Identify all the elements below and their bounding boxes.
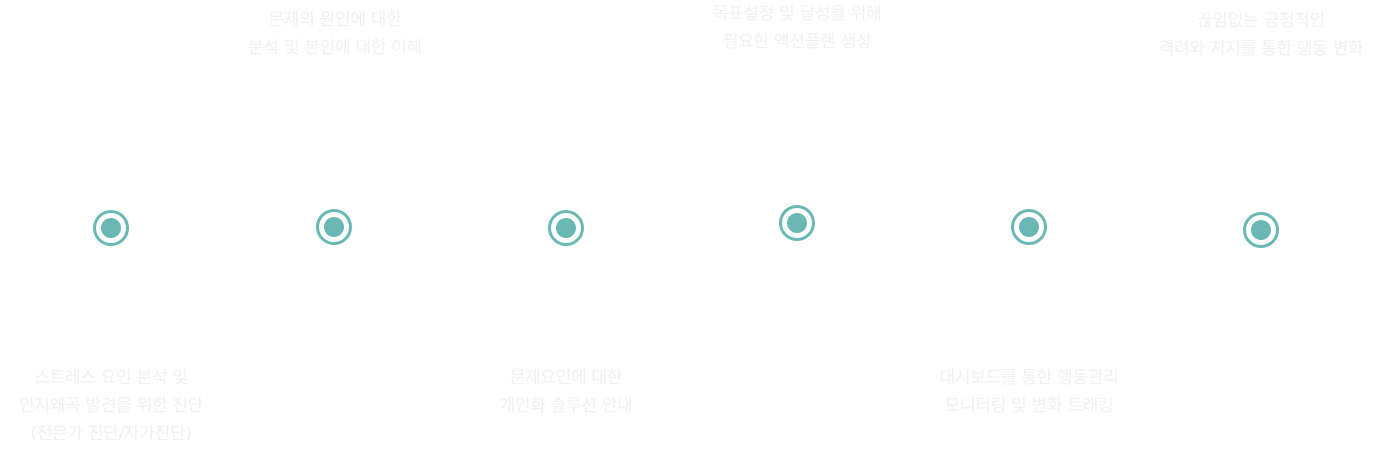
- step-3-label-line-1: 문제요인에 대한: [509, 368, 623, 388]
- step-1-label: 스트레스 요인 분석 및 인지왜곡 발견을 위한 진단 (전문가 진단/자가진단…: [0, 364, 241, 448]
- step-6-node: [1243, 212, 1279, 248]
- step-1-label-line-2: 인지왜곡 발견을 위한 진단: [18, 396, 204, 416]
- step-6-label-line-1: 끊임없는 긍정적인: [1197, 11, 1325, 31]
- step-4-node: [779, 205, 815, 241]
- step-6-node-dot: [1251, 220, 1271, 240]
- step-5-label-line-2: 모니터링 및 변화 트래킹: [944, 396, 1114, 416]
- step-1-label-line-3: (전문가 진단/자가진단): [30, 424, 192, 444]
- step-1-node: [93, 210, 129, 246]
- step-1-node-dot: [101, 218, 121, 238]
- step-5-node: [1011, 209, 1047, 245]
- step-2-node-dot: [324, 217, 344, 237]
- step-2-label: 문제의 원인에 대한 분석 및 본인에 대한 이해: [205, 6, 465, 62]
- step-4-label-line-1: 목표설정 및 달성을 위해: [712, 4, 882, 24]
- step-1-label-line-1: 스트레스 요인 분석 및: [34, 368, 188, 388]
- step-4-label: 목표설정 및 달성을 위해 필요한 액션플랜 생성: [667, 0, 927, 56]
- step-6-label: 끊임없는 긍정적인 격려와 지지를 통한 행동 변화: [1131, 7, 1391, 63]
- step-3-node-dot: [556, 218, 576, 238]
- step-5-node-dot: [1019, 217, 1039, 237]
- step-2-label-line-1: 문제의 원인에 대한: [268, 10, 402, 30]
- step-3-label: 문제요인에 대한 개인화 솔루션 안내: [436, 364, 696, 420]
- step-4-node-dot: [787, 213, 807, 233]
- step-2-label-line-2: 분석 및 본인에 대한 이해: [248, 38, 422, 58]
- step-3-node: [548, 210, 584, 246]
- step-4-label-line-2: 필요한 액션플랜 생성: [722, 32, 872, 52]
- step-5-label: 대시보드를 통한 행동관리 모니터링 및 변화 트래킹: [899, 364, 1159, 420]
- step-3-label-line-2: 개인화 솔루션 안내: [499, 396, 633, 416]
- step-2-node: [316, 209, 352, 245]
- step-6-label-line-2: 격려와 지지를 통한 행동 변화: [1158, 39, 1364, 59]
- step-5-label-line-1: 대시보드를 통한 행동관리: [939, 368, 1119, 388]
